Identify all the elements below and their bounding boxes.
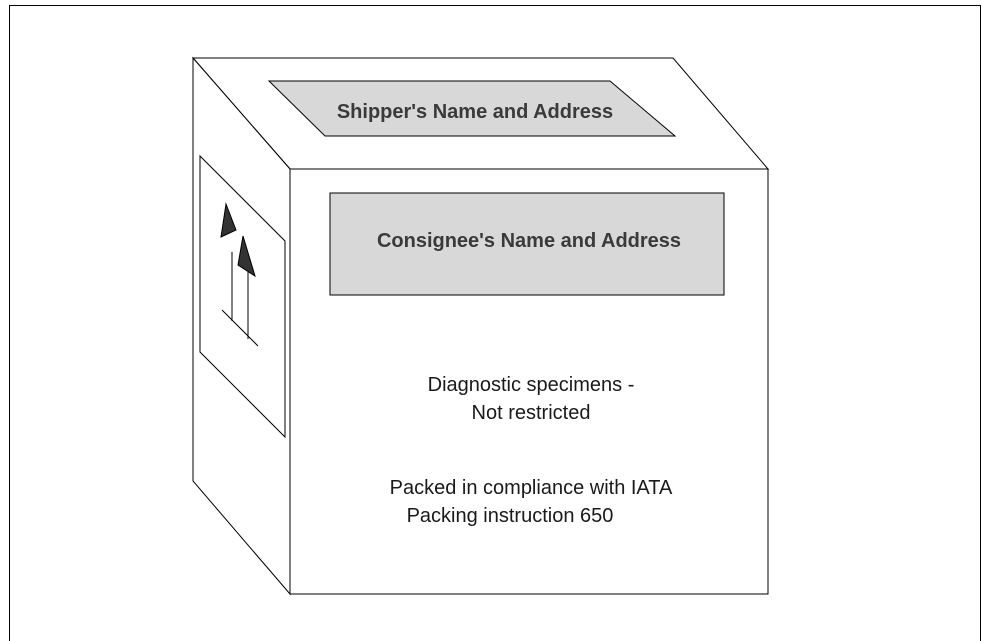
- orientation-label-box: [199, 154, 286, 439]
- marking-line-2: Not restricted: [472, 402, 591, 424]
- this-way-up-arrows-icon: [220, 202, 259, 347]
- consignee-label-text: Consignee's Name and Address: [377, 230, 681, 252]
- shipper-label-text: Shipper's Name and Address: [337, 101, 613, 123]
- arrow-base-line: [221, 309, 259, 347]
- arrow-head-right: [237, 235, 256, 278]
- shipper-label-box: [267, 80, 677, 137]
- marking-line-1: Diagnostic specimens -: [428, 374, 635, 396]
- figure-frame: [9, 5, 981, 641]
- arrow-head-left: [220, 202, 237, 238]
- consignee-label-box: [329, 192, 725, 296]
- compliance-line-1: Packed in compliance with IATA: [390, 477, 673, 499]
- compliance-line-2: Packing instruction 650: [407, 505, 614, 527]
